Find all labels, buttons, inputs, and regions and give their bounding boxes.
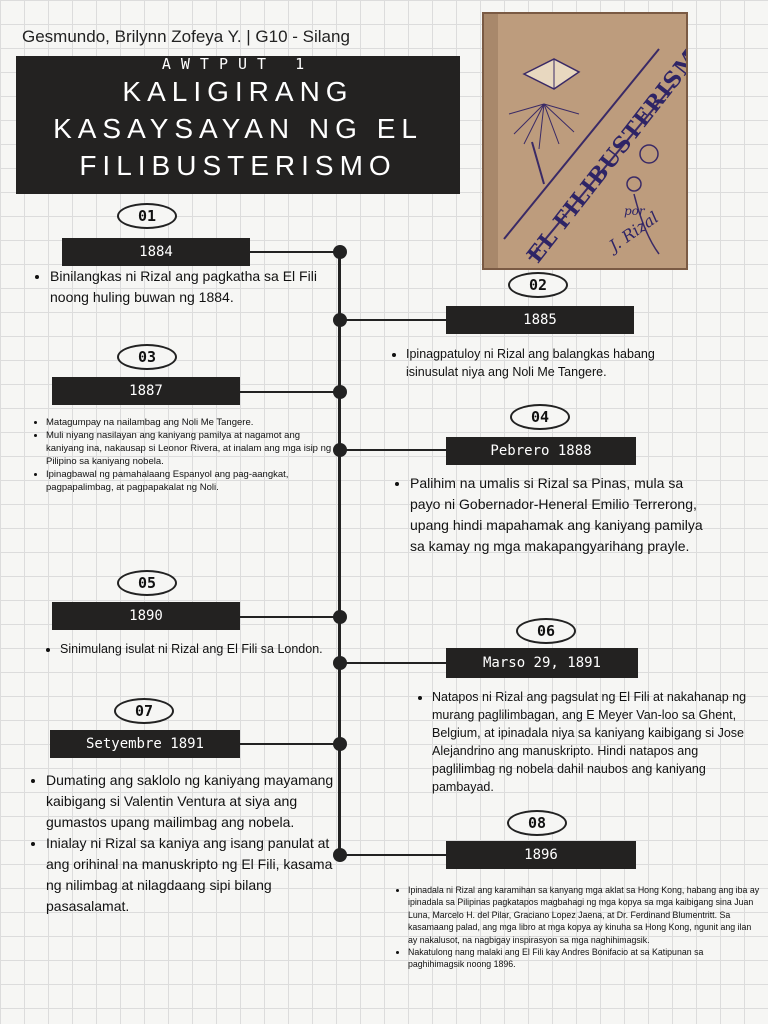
event-notes-04: Palihim na umalis si Rizal sa Pinas, mul…: [392, 473, 710, 557]
event-note: Matagumpay na nailambag ang Noli Me Tang…: [46, 416, 336, 429]
event-number-07: 07: [114, 698, 174, 724]
event-date-02: 1885: [446, 306, 634, 334]
timeline-dot: [333, 245, 347, 259]
title-line-1: KALIGIRANG: [122, 76, 354, 107]
timeline-dot: [333, 385, 347, 399]
timeline-dot: [333, 610, 347, 624]
event-date-03: 1887: [52, 377, 240, 405]
timeline-connector: [340, 662, 475, 664]
event-number-01: 01: [117, 203, 177, 229]
event-note: Dumating ang saklolo ng kaniyang mayaman…: [46, 770, 338, 833]
timeline-connector: [240, 616, 338, 618]
event-notes-02: Ipinagpatuloy ni Rizal ang balangkas hab…: [388, 345, 676, 381]
event-number-06: 06: [516, 618, 576, 644]
title-line-2: KASAYSAYAN NG EL: [53, 113, 423, 144]
cover-por: por: [624, 204, 645, 218]
event-date-07: Setyembre 1891: [50, 730, 240, 758]
author-line: Gesmundo, Brilynn Zofeya Y. | G10 - Sila…: [22, 27, 350, 46]
title-line-3: FILIBUSTERISMO: [79, 150, 397, 181]
timeline-connector: [240, 743, 338, 745]
event-date-04: Pebrero 1888: [446, 437, 636, 465]
event-note: Natapos ni Rizal ang pagsulat ng El Fili…: [432, 688, 762, 796]
event-note: Inialay ni Rizal sa kaniya ang isang pan…: [46, 833, 338, 917]
event-notes-08: Ipinadala ni Rizal ang karamihan sa kany…: [390, 884, 760, 971]
event-date-01: 1884: [62, 238, 250, 266]
event-note: Nakatulong nang malaki ang El Fili kay A…: [408, 946, 760, 971]
book-cover-illustration: [484, 14, 686, 268]
event-date-08: 1896: [446, 841, 636, 869]
event-note: Palihim na umalis si Rizal sa Pinas, mul…: [410, 473, 710, 557]
output-subtitle: AWTPUT 1: [161, 55, 315, 73]
event-number-03: 03: [117, 344, 177, 370]
event-notes-05: Sinimulang isulat ni Rizal ang El Fili s…: [42, 640, 340, 658]
event-number-08: 08: [507, 810, 567, 836]
event-number-05: 05: [117, 570, 177, 596]
event-date-05: 1890: [52, 602, 240, 630]
timeline-connector: [240, 391, 338, 393]
title-box: AWTPUT 1 KALIGIRANG KASAYSAYAN NG EL FIL…: [16, 56, 460, 194]
event-number-02: 02: [508, 272, 568, 298]
event-notes-06: Natapos ni Rizal ang pagsulat ng El Fili…: [414, 688, 762, 796]
event-note: Binilangkas ni Rizal ang pagkatha sa El …: [50, 266, 330, 308]
event-notes-03: Matagumpay na nailambag ang Noli Me Tang…: [28, 416, 336, 494]
event-notes-01: Binilangkas ni Rizal ang pagkatha sa El …: [32, 266, 330, 308]
event-number-04: 04: [510, 404, 570, 430]
event-note: Muli niyang nasilayan ang kaniyang pamil…: [46, 429, 336, 468]
timeline-connector: [340, 449, 446, 451]
timeline-dot: [333, 737, 347, 751]
event-note: Sinimulang isulat ni Rizal ang El Fili s…: [60, 640, 340, 658]
event-notes-07: Dumating ang saklolo ng kaniyang mayaman…: [28, 770, 338, 917]
book-cover-image: EL FILIBUSTERISMO por J. Rizal: [482, 12, 688, 270]
timeline-connector: [340, 854, 446, 856]
timeline-axis: [338, 250, 341, 856]
timeline-connector: [250, 251, 338, 253]
event-note: Ipinagpatuloy ni Rizal ang balangkas hab…: [406, 345, 676, 381]
event-note: Ipinagbawal ng pamahalaang Espanyol ang …: [46, 468, 336, 494]
event-note: Ipinadala ni Rizal ang karamihan sa kany…: [408, 884, 760, 946]
timeline-connector: [340, 319, 446, 321]
event-date-06: Marso 29, 1891: [446, 648, 638, 678]
